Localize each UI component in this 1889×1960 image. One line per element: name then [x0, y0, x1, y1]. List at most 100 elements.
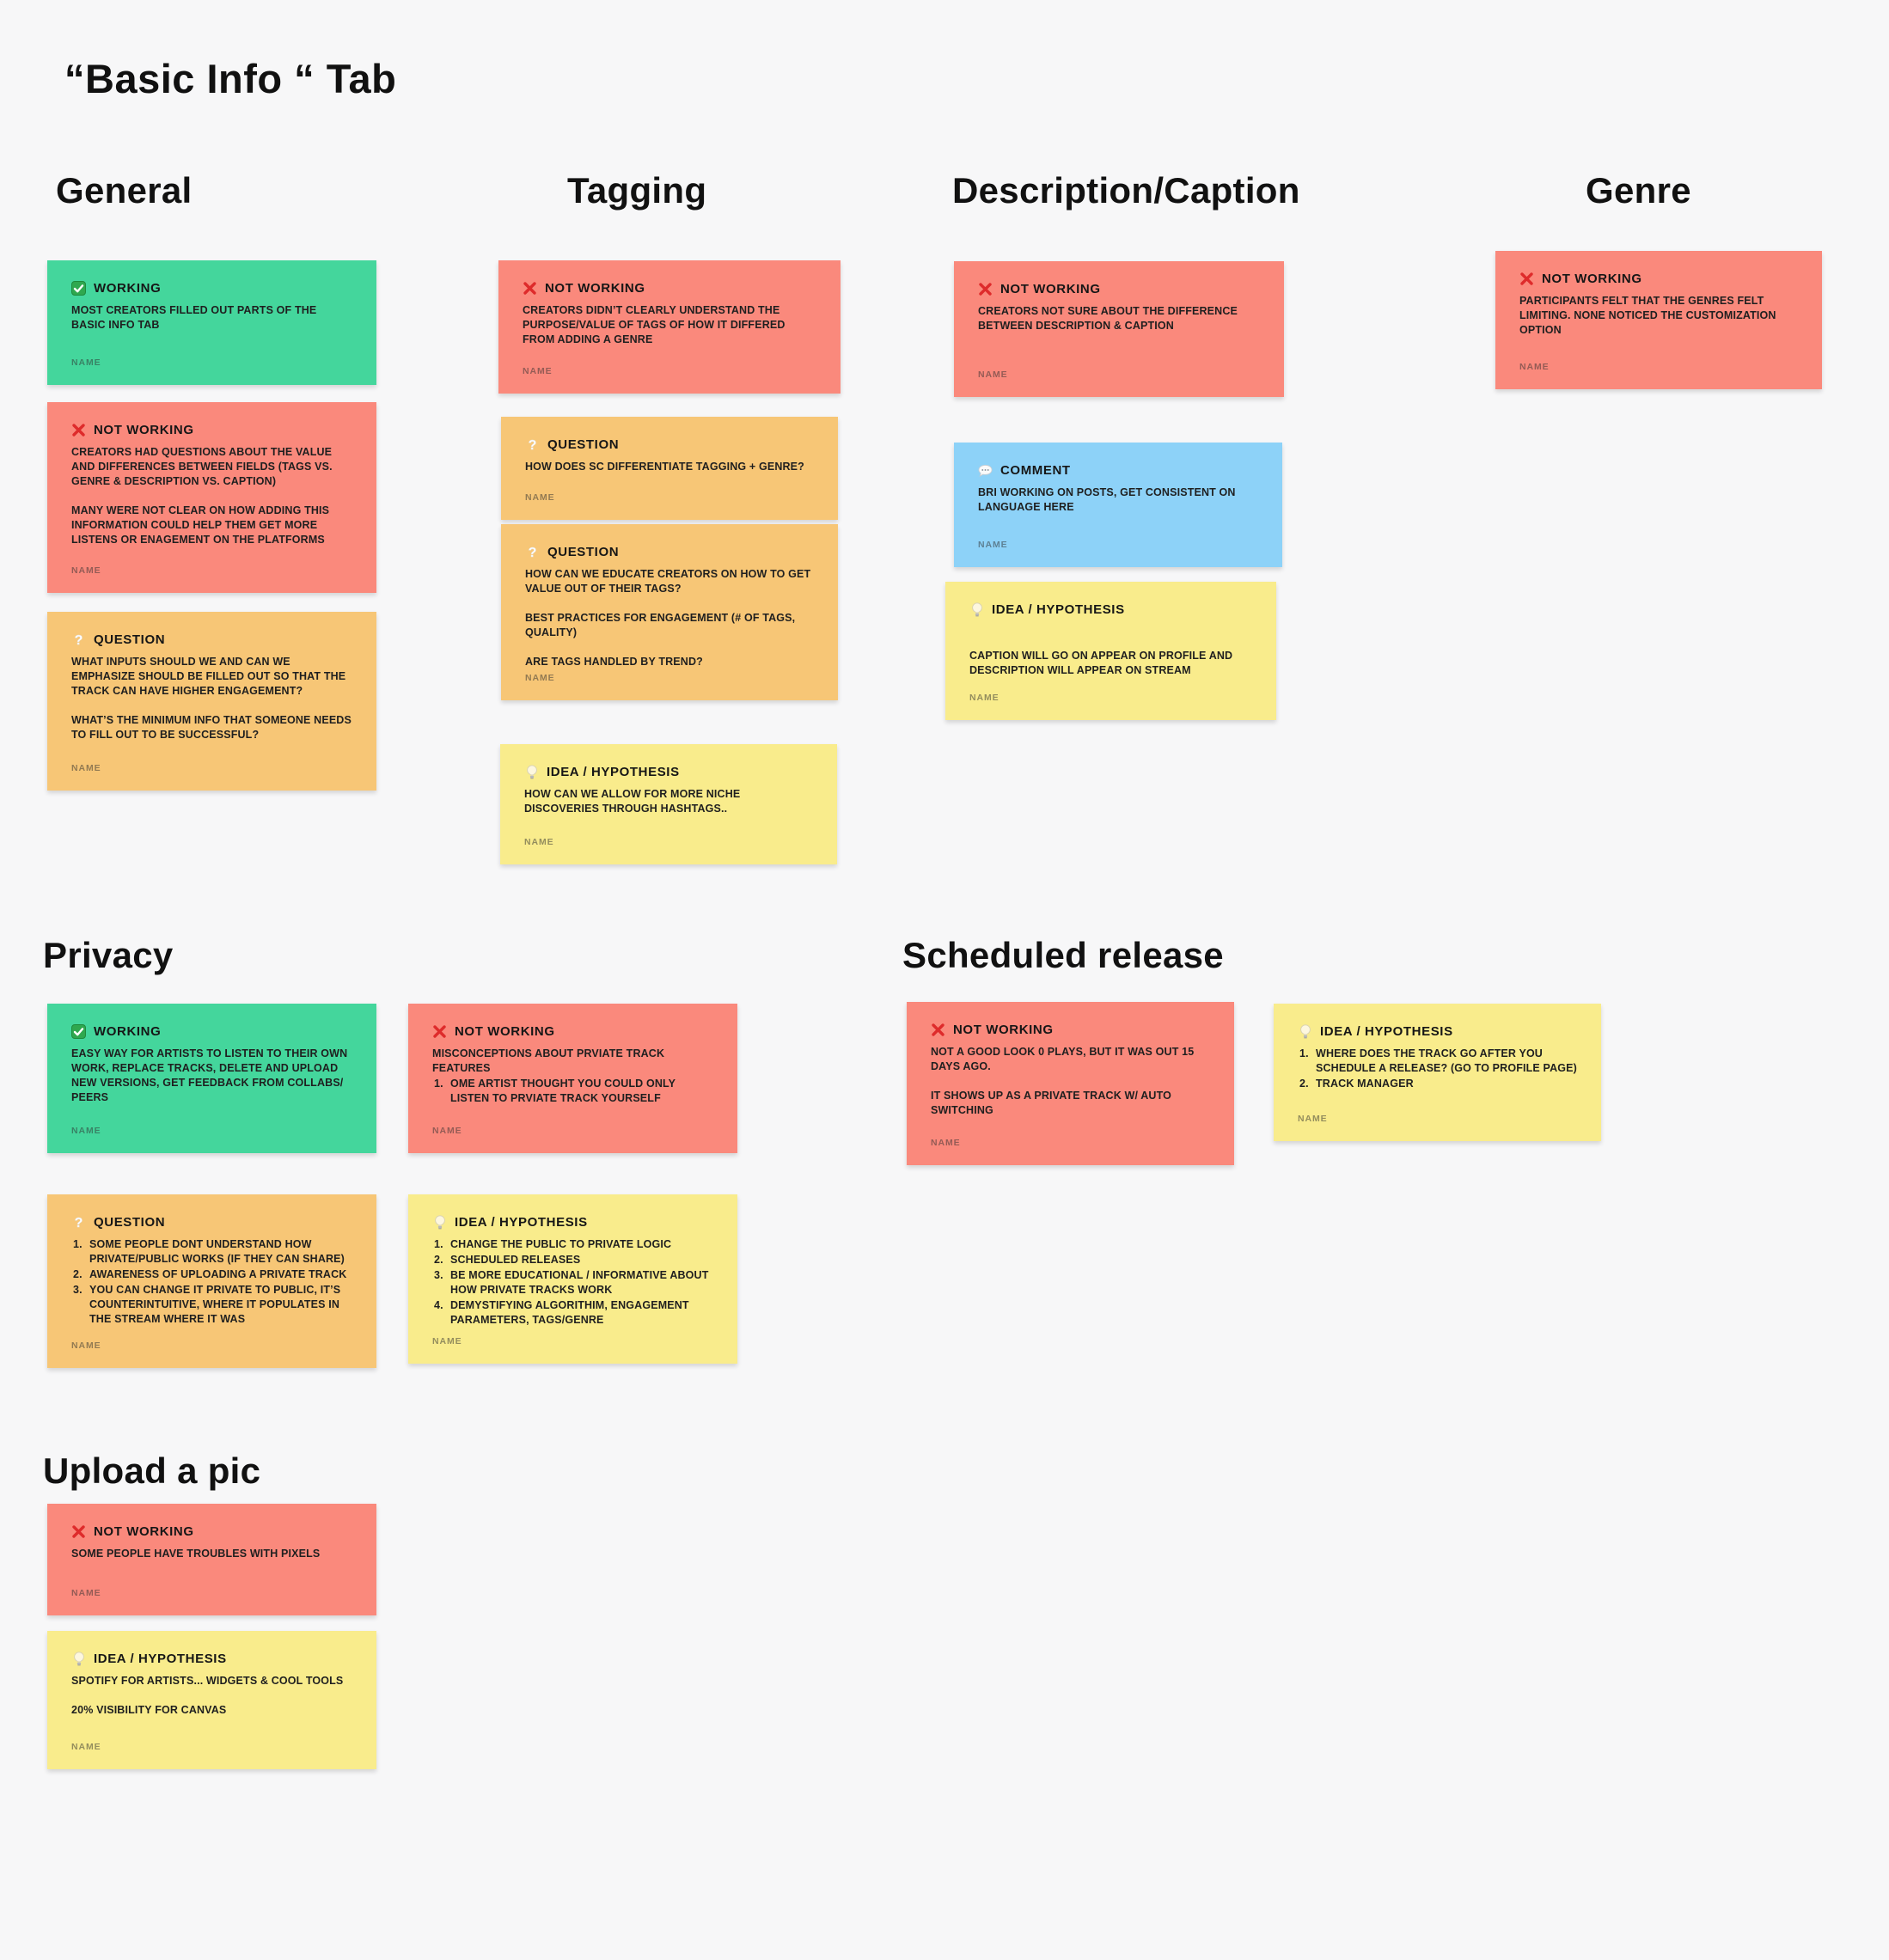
- note-author-label: NAME: [525, 492, 555, 503]
- note-text: MANY WERE NOT CLEAR ON HOW ADDING THIS I…: [71, 504, 330, 546]
- note-body: CREATORS DIDN’T CLEARLY UNDERSTAND THE P…: [523, 303, 816, 347]
- sticky-note-not-working[interactable]: NOT WORKING CREATORS NOT SURE ABOUT THE D…: [954, 261, 1284, 397]
- section-title-privacy[interactable]: Privacy: [43, 935, 174, 975]
- note-text: CREATORS DIDN’T CLEARLY UNDERSTAND THE P…: [523, 304, 786, 345]
- note-body: EASY WAY FOR ARTISTS TO LISTEN TO THEIR …: [71, 1047, 352, 1105]
- note-text: SPOTIFY FOR ARTISTS... WIDGETS & COOL TO…: [71, 1675, 344, 1687]
- note-header: IDEA / HYPOTHESIS: [969, 602, 1252, 617]
- note-header: ?QUESTION: [525, 545, 814, 559]
- note-body: BRI WORKING ON POSTS, GET CONSISTENT ON …: [978, 485, 1258, 515]
- note-header: WORKING: [71, 1024, 352, 1039]
- note-header: NOT WORKING: [71, 1524, 352, 1539]
- note-body: MOST CREATORS FILLED OUT PARTS OF THE BA…: [71, 303, 352, 333]
- note-text: CREATORS NOT SURE ABOUT THE DIFFERENCE B…: [978, 305, 1238, 332]
- note-list-item: SOME PEOPLE DONT UNDERSTAND HOW PRIVATE/…: [73, 1237, 345, 1265]
- note-type-label: NOT WORKING: [1000, 282, 1101, 296]
- section-title-tagging[interactable]: Tagging: [567, 170, 707, 211]
- note-header: IDEA / HYPOTHESIS: [432, 1215, 713, 1230]
- note-author-label: NAME: [525, 673, 555, 683]
- x-icon: [71, 1524, 86, 1539]
- note-type-label: WORKING: [94, 281, 162, 296]
- note-type-label: IDEA / HYPOTHESIS: [1320, 1024, 1453, 1039]
- note-body: CAPTION WILL GO ON APPEAR ON PROFILE AND…: [969, 649, 1252, 678]
- note-author-label: NAME: [969, 693, 1000, 703]
- note-body: HOW DOES SC DIFFERENTIATE TAGGING + GENR…: [525, 460, 814, 474]
- note-text: HOW CAN WE ALLOW FOR MORE NICHE DISCOVER…: [524, 788, 741, 815]
- note-author-label: NAME: [71, 1588, 101, 1598]
- note-list-item: WHERE DOES THE TRACK GO AFTER YOU SCHEDU…: [1299, 1047, 1577, 1074]
- note-header: NOT WORKING: [978, 282, 1260, 296]
- section-title-description-caption[interactable]: Description/Caption: [952, 170, 1300, 211]
- sticky-note-idea[interactable]: IDEA / HYPOTHESIS WHERE DOES THE TRACK GO…: [1274, 1004, 1601, 1141]
- note-author-label: NAME: [1298, 1114, 1328, 1124]
- question-icon: ?: [71, 632, 86, 647]
- note-text: SOME PEOPLE HAVE TROUBLES WITH PIXELS: [71, 1548, 321, 1560]
- sticky-note-not-working[interactable]: NOT WORKING PARTICIPANTS FELT THAT THE GE…: [1495, 251, 1822, 389]
- note-header: WORKING: [71, 281, 352, 296]
- note-text: CREATORS HAD QUESTIONS ABOUT THE VALUE A…: [71, 446, 333, 487]
- note-type-label: QUESTION: [547, 545, 620, 559]
- note-body: SOME PEOPLE DONT UNDERSTAND HOW PRIVATE/…: [71, 1237, 352, 1328]
- note-header: NOT WORKING: [1519, 272, 1798, 286]
- section-title-general[interactable]: General: [56, 170, 193, 211]
- sticky-note-working[interactable]: WORKING MOST CREATORS FILLED OUT PARTS OF…: [47, 260, 376, 385]
- note-text: MOST CREATORS FILLED OUT PARTS OF THE BA…: [71, 304, 317, 331]
- note-header: IDEA / HYPOTHESIS: [71, 1652, 352, 1666]
- note-author-label: NAME: [978, 369, 1008, 380]
- note-type-label: NOT WORKING: [545, 281, 645, 296]
- note-list-item: OME ARTIST THOUGHT YOU COULD ONLY LISTEN…: [434, 1077, 676, 1104]
- note-text: WHAT INPUTS SHOULD WE AND CAN WE EMPHASI…: [71, 656, 346, 697]
- comment-icon: [978, 463, 993, 478]
- x-icon: [931, 1023, 945, 1037]
- note-author-label: NAME: [71, 565, 101, 576]
- sticky-note-idea[interactable]: IDEA / HYPOTHESIS SPOTIFY FOR ARTISTS... …: [47, 1631, 376, 1769]
- note-author-label: NAME: [432, 1336, 462, 1346]
- note-type-label: QUESTION: [547, 437, 620, 452]
- note-type-label: IDEA / HYPOTHESIS: [455, 1215, 588, 1230]
- sticky-note-not-working[interactable]: NOT WORKING CREATORS DIDN’T CLEARLY UNDER…: [498, 260, 841, 394]
- sticky-note-not-working[interactable]: NOT WORKING SOME PEOPLE HAVE TROUBLES WIT…: [47, 1504, 376, 1615]
- note-text: 20% VISIBILITY FOR CANVAS: [71, 1704, 227, 1716]
- note-text: BEST PRACTICES FOR ENGAGEMENT (# OF TAGS…: [525, 612, 796, 638]
- note-body: CREATORS NOT SURE ABOUT THE DIFFERENCE B…: [978, 304, 1260, 333]
- note-text: EASY WAY FOR ARTISTS TO LISTEN TO THEIR …: [71, 1047, 348, 1103]
- sticky-note-working[interactable]: WORKING EASY WAY FOR ARTISTS TO LISTEN TO…: [47, 1004, 376, 1153]
- check-icon: [71, 281, 86, 296]
- note-body: WHAT INPUTS SHOULD WE AND CAN WE EMPHASI…: [71, 655, 352, 742]
- check-icon: [71, 1024, 86, 1039]
- note-list-item: TRACK MANAGER: [1299, 1077, 1414, 1091]
- section-title-upload-a-pic[interactable]: Upload a pic: [43, 1450, 261, 1491]
- note-header: NOT WORKING: [523, 281, 816, 296]
- note-author-label: NAME: [978, 540, 1008, 550]
- note-text: CAPTION WILL GO ON APPEAR ON PROFILE AND…: [969, 650, 1233, 676]
- section-title-genre[interactable]: Genre: [1586, 170, 1691, 211]
- note-author-label: NAME: [71, 357, 101, 368]
- bulb-icon: [524, 765, 539, 779]
- note-list-item: AWARENESS OF UPLOADING A PRIVATE TRACK: [73, 1267, 347, 1282]
- note-type-label: WORKING: [94, 1024, 162, 1039]
- page-title[interactable]: “Basic Info “ Tab: [64, 56, 397, 101]
- note-list-item: CHANGE THE PUBLIC TO PRIVATE LOGIC: [434, 1237, 672, 1252]
- note-header: NOT WORKING: [931, 1023, 1210, 1037]
- note-text: NOT A GOOD LOOK 0 PLAYS, BUT IT WAS OUT …: [931, 1046, 1195, 1072]
- note-text: ARE TAGS HANDLED BY TREND?: [525, 656, 703, 668]
- note-text: MISCONCEPTIONS ABOUT PRVIATE TRACK FEATU…: [432, 1047, 665, 1074]
- section-title-scheduled-release[interactable]: Scheduled release: [902, 935, 1224, 975]
- note-body: WHERE DOES THE TRACK GO AFTER YOU SCHEDU…: [1298, 1047, 1577, 1092]
- sticky-note-not-working[interactable]: NOT WORKING NOT A GOOD LOOK 0 PLAYS, BUT …: [907, 1002, 1234, 1165]
- note-body: MISCONCEPTIONS ABOUT PRVIATE TRACK FEATU…: [432, 1047, 713, 1107]
- note-text: PARTICIPANTS FELT THAT THE GENRES FELT L…: [1519, 295, 1776, 336]
- bulb-icon: [969, 602, 984, 617]
- sticky-note-idea[interactable]: IDEA / HYPOTHESIS CHANGE THE PUBLIC TO PR…: [408, 1194, 737, 1364]
- sticky-note-idea[interactable]: IDEA / HYPOTHESIS CAPTION WILL GO ON APPE…: [945, 582, 1276, 720]
